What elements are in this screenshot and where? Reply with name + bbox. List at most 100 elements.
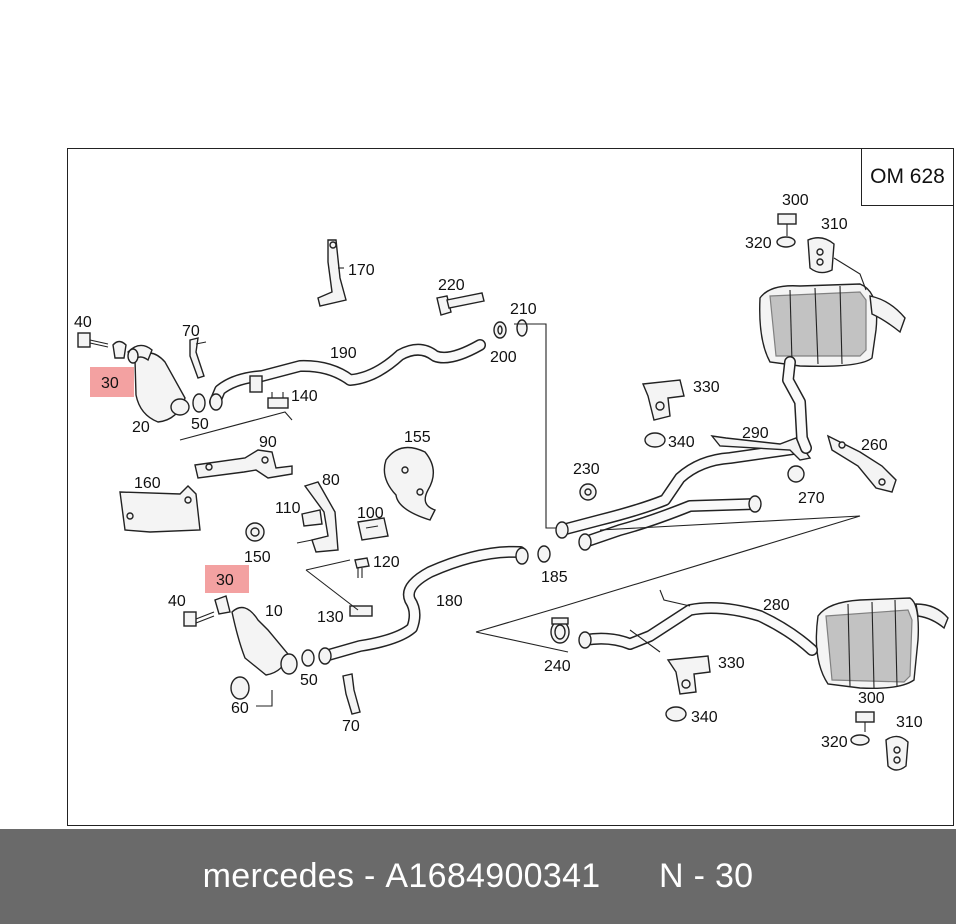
nut-270[interactable] [787, 465, 805, 483]
catalytic-converter-10[interactable] [231, 606, 298, 676]
clamp-240[interactable] [550, 617, 570, 644]
callout-90: 90 [259, 434, 277, 451]
callout-340-lower: 340 [691, 709, 718, 726]
callout-300-upper: 300 [782, 192, 809, 209]
bracket-70-lower[interactable] [342, 673, 361, 715]
catalytic-converter-upper[interactable] [127, 344, 190, 423]
bracket-80[interactable] [303, 481, 339, 553]
bolt-220[interactable] [436, 292, 485, 316]
wire-holder-lower [629, 589, 691, 653]
callout-290: 290 [742, 425, 769, 442]
front-pipe-190[interactable] [209, 339, 486, 411]
highlight-30-upper [90, 367, 134, 397]
bracket-290[interactable] [710, 435, 812, 461]
callout-185: 185 [541, 569, 568, 586]
callout-330-upper: 330 [693, 379, 720, 396]
gasket-200[interactable] [493, 321, 507, 339]
callout-320-lower: 320 [821, 734, 848, 751]
nut-150[interactable] [245, 522, 265, 542]
footer-position-label: N - 30 [658, 857, 754, 895]
bracket-160[interactable] [119, 485, 201, 533]
callout-300-lower: 300 [858, 690, 885, 707]
callout-160: 160 [134, 475, 161, 492]
pipe-280[interactable] [578, 602, 818, 656]
nut-340-upper[interactable] [644, 432, 666, 448]
footer-bar: mercedes - A1684900341 N - 30 [0, 829, 956, 924]
bolt-40-lower[interactable] [183, 611, 215, 627]
rear-muffler-upper[interactable] [759, 283, 906, 454]
callout-270: 270 [798, 490, 825, 507]
engine-code-box: OM 628 [861, 148, 954, 206]
clamp-30-lower[interactable] [214, 595, 231, 615]
rear-muffler-lower[interactable] [815, 597, 949, 690]
callout-310-lower: 310 [896, 714, 923, 731]
callout-330-lower: 330 [718, 655, 745, 672]
hanger-330-upper[interactable] [641, 379, 685, 421]
callout-40-upper: 40 [74, 314, 92, 331]
connecting-pipe-lower[interactable] [578, 495, 762, 551]
callout-260: 260 [861, 437, 888, 454]
callout-110: 110 [275, 500, 301, 517]
callout-40-lower: 40 [168, 593, 186, 610]
callout-220: 220 [438, 277, 465, 294]
clip-130[interactable] [349, 605, 373, 617]
callout-170: 170 [348, 262, 375, 279]
callout-155: 155 [404, 429, 431, 446]
bracket-90[interactable] [194, 449, 293, 479]
callout-10: 10 [265, 603, 283, 620]
clip-110[interactable] [301, 509, 323, 527]
clamp-185[interactable] [537, 545, 551, 563]
bolt-120[interactable] [354, 557, 370, 578]
hanger-170[interactable] [317, 239, 347, 307]
isolator-310-lower[interactable] [885, 735, 909, 771]
callout-320-upper: 320 [745, 235, 772, 252]
callout-150: 150 [244, 549, 271, 566]
callout-20: 20 [132, 419, 150, 436]
highlight-30-lower [205, 565, 249, 593]
callout-80: 80 [322, 472, 340, 489]
clamp-30-upper[interactable] [112, 340, 139, 364]
callout-230: 230 [573, 461, 600, 478]
callout-60: 60 [231, 700, 249, 717]
hanger-300-lower[interactable] [855, 711, 875, 732]
footer-part-number: A1684900341 [385, 857, 601, 895]
hanger-rod-upper [833, 257, 867, 291]
washer-320-lower[interactable] [850, 734, 870, 746]
callout-50-lower: 50 [300, 672, 318, 689]
footer-separator: - [354, 857, 386, 895]
callout-180: 180 [436, 593, 463, 610]
gasket-50-upper[interactable] [192, 393, 206, 413]
washer-60[interactable] [230, 676, 250, 700]
callout-30-upper: 30 [101, 375, 119, 392]
bolt-40-upper[interactable] [77, 332, 109, 348]
sleeve-210[interactable] [516, 319, 528, 337]
nut-340-lower[interactable] [665, 706, 687, 722]
hanger-300-upper[interactable] [777, 213, 797, 236]
hanger-330-lower[interactable] [666, 655, 711, 695]
isolator-100[interactable] [357, 517, 389, 541]
bracket-260[interactable] [826, 434, 897, 493]
callout-190: 190 [330, 345, 357, 362]
callout-130: 130 [317, 609, 344, 626]
connecting-pipe-upper[interactable] [555, 442, 806, 539]
isolator-310-upper[interactable] [807, 237, 835, 274]
nut-230[interactable] [579, 483, 597, 501]
leader-lines [179, 267, 861, 707]
pipe-180[interactable] [318, 545, 529, 665]
heat-shield-155[interactable] [383, 446, 436, 521]
callout-200: 200 [490, 349, 517, 366]
callout-120: 120 [373, 554, 400, 571]
callout-70-upper: 70 [182, 323, 200, 340]
gasket-50-lower[interactable] [301, 649, 315, 667]
callout-310-upper: 310 [821, 216, 848, 233]
clip-140[interactable] [267, 392, 289, 409]
washer-320-upper[interactable] [776, 236, 796, 248]
callout-30-lower: 30 [216, 572, 234, 589]
bracket-70-upper[interactable] [189, 337, 207, 379]
callout-70-lower: 70 [342, 718, 360, 735]
callout-100: 100 [357, 505, 384, 522]
callout-340-upper: 340 [668, 434, 695, 451]
callout-280: 280 [763, 597, 790, 614]
callout-240: 240 [544, 658, 571, 675]
exhaust-system-diagram: 40 30 20 70 50 190 170 220 210 200 140 9… [74, 192, 949, 771]
